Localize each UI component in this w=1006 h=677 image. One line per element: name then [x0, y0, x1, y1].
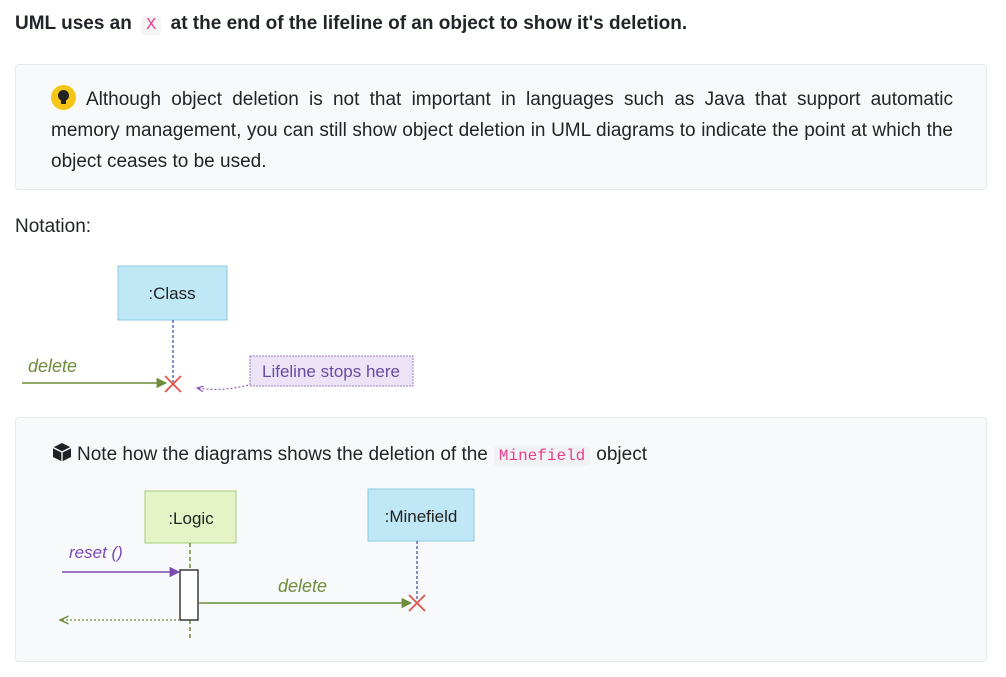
callout-arrow [197, 383, 253, 389]
delete-message-label: delete [278, 576, 327, 596]
lifeline-callout-box [249, 355, 414, 387]
notation-diagram: :Class delete Lifeline stops here [22, 265, 414, 393]
note-text-before: Note how the diagrams shows the deletion… [77, 444, 488, 465]
heading-text-before: UML uses an [15, 13, 132, 34]
lightbulb-icon [51, 85, 76, 110]
note-text-after: object [596, 444, 647, 465]
delete-message-label: delete [28, 356, 77, 376]
deletion-x-icon [408, 594, 426, 612]
deletion-x-icon [164, 375, 182, 393]
lifeline-callout-label: Lifeline stops here [262, 362, 400, 381]
note-paragraph: Note how the diagrams shows the deletion… [51, 441, 647, 466]
tip-box: Although object deletion is not that imp… [15, 64, 987, 190]
minefield-deletion-diagram: :Logic :Minefield reset () delete [16, 488, 475, 639]
package-icon [52, 443, 72, 462]
tip-text: Although object deletion is not that imp… [51, 89, 953, 172]
page-heading: UML uses an X at the end of the lifeline… [15, 13, 687, 35]
class-box-label: :Class [148, 284, 195, 303]
heading-code-x: X [141, 16, 162, 35]
minefield-box-label: :Minefield [385, 507, 458, 526]
notation-label: Notation: [15, 216, 92, 237]
minefield-lifeline-box [367, 488, 475, 542]
note-code-minefield: Minefield [493, 446, 591, 466]
logic-activation-bar [179, 569, 199, 621]
tip-paragraph: Although object deletion is not that imp… [51, 84, 953, 177]
logic-box-label: :Logic [168, 509, 214, 528]
reset-message-label: reset () [69, 543, 123, 562]
class-lifeline-box [117, 265, 228, 321]
note-box: Note how the diagrams shows the deletion… [15, 417, 987, 662]
logic-lifeline-box [144, 490, 237, 544]
heading-text-after: at the end of the lifeline of an object … [170, 13, 688, 34]
